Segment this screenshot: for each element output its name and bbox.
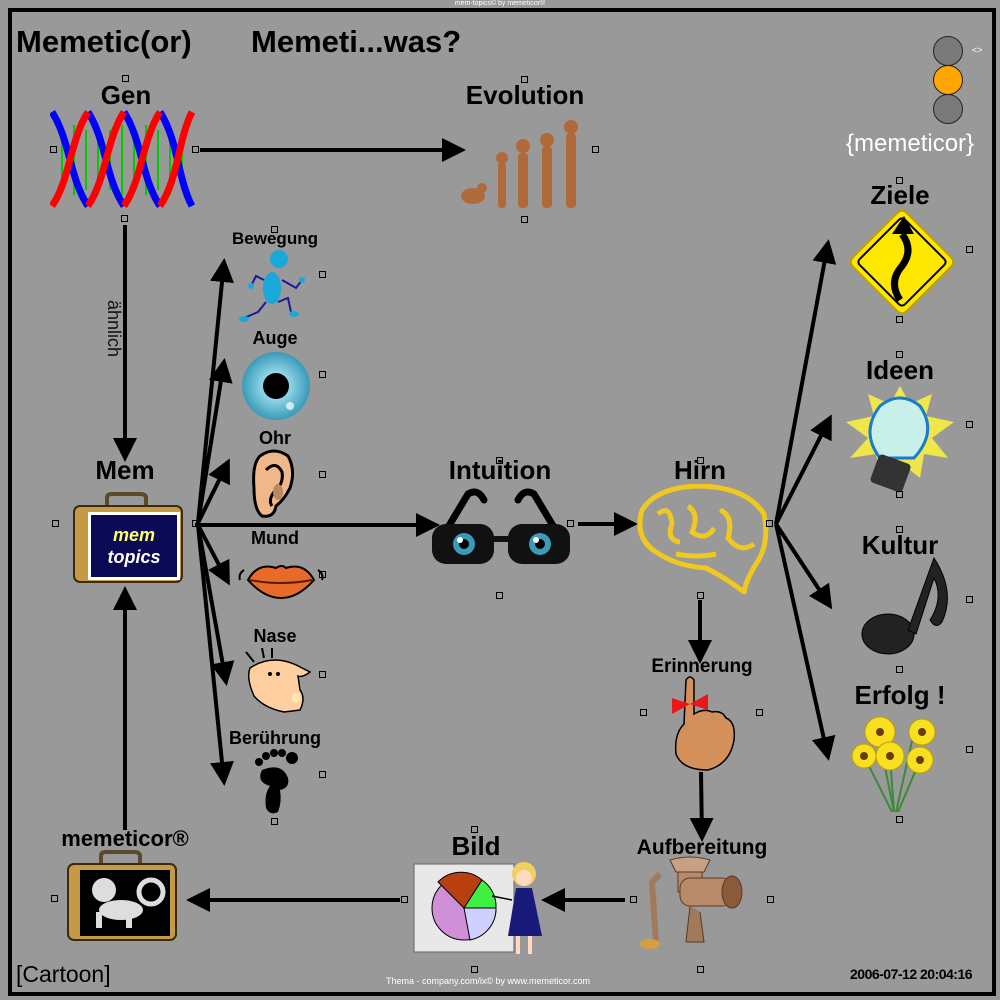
handle[interactable] [896,816,903,823]
handle[interactable] [121,215,128,222]
dna-icon[interactable] [50,110,195,208]
handle[interactable] [896,351,903,358]
handle[interactable] [271,818,278,825]
timestamp: 2006-07-12 20:04:16 [850,966,973,982]
ear-icon[interactable] [250,448,298,520]
brain-icon[interactable] [636,484,772,594]
handle[interactable] [496,457,503,464]
handle[interactable] [122,75,129,82]
handle[interactable] [192,146,199,153]
handle[interactable] [471,966,478,973]
handle[interactable] [319,671,326,678]
light-bulb-icon[interactable] [840,382,960,500]
node-label-erfolg: Erfolg ! [854,680,946,710]
brand-link[interactable]: {memeticor} [846,130,975,157]
handle[interactable] [756,709,763,716]
flowers-icon[interactable] [850,712,942,816]
footprint-icon[interactable] [252,748,302,816]
handle[interactable] [521,76,528,83]
node-label-erinnerung: Erinnerung [651,656,753,677]
light-bottom[interactable] [933,94,963,124]
node-label-bild: Bild [451,831,501,861]
eye-icon[interactable] [240,350,312,422]
handle[interactable] [319,271,326,278]
handle[interactable] [697,966,704,973]
glasses-icon[interactable] [428,482,574,570]
node-label-mund: Mund [251,528,299,548]
handle[interactable] [640,709,647,716]
light-top[interactable] [933,36,963,66]
music-note-icon[interactable] [860,552,956,656]
mem-topics-briefcase-icon[interactable]: mem topics [72,490,184,585]
node-label-memeticor: memeticor® [61,826,189,851]
handle[interactable] [896,666,903,673]
handle[interactable] [966,246,973,253]
diagram-frame [8,8,996,996]
lips-icon[interactable] [236,560,326,602]
node-label-evolution: Evolution [465,80,585,110]
handle[interactable] [767,896,774,903]
handle[interactable] [192,520,199,527]
mem-badge-line1: mem [113,525,155,545]
running-figure-icon[interactable] [236,248,314,326]
node-label-beruehrung: Berührung [229,728,321,748]
node-label-aufbereitung: Aufbereitung [636,836,768,859]
title-left: Memetic(or) [16,24,192,59]
node-label-nase: Nase [253,626,297,646]
light-middle-active[interactable] [933,65,963,95]
node-label-gen: Gen [100,80,152,110]
node-label-ohr: Ohr [258,428,292,448]
handle[interactable] [896,526,903,533]
handle[interactable] [496,592,503,599]
edge-label-aehnlich: ähnlich [104,300,124,358]
traffic-light[interactable] [933,36,963,124]
handle[interactable] [319,771,326,778]
node-label-ideen: Ideen [866,355,934,385]
evolution-icon[interactable] [458,118,588,214]
handle[interactable] [966,746,973,753]
handle[interactable] [271,226,278,233]
node-label-kultur: Kultur [861,530,939,560]
handle[interactable] [697,457,704,464]
handle[interactable] [896,177,903,184]
meat-grinder-icon[interactable] [640,852,750,962]
handle[interactable] [592,146,599,153]
node-label-ziele: Ziele [870,180,930,210]
footer-credit[interactable]: Thema - company.com/ix© by www.memeticor… [386,976,591,986]
title-right: Memeti...was? [251,24,462,59]
memeticor-lion-briefcase-icon[interactable] [66,850,178,942]
handle[interactable] [319,571,326,578]
node-label-mem: Mem [95,455,155,485]
handle[interactable] [697,592,704,599]
handle[interactable] [896,491,903,498]
handle[interactable] [319,371,326,378]
handle[interactable] [966,421,973,428]
finger-ribbon-icon[interactable] [664,674,740,772]
winding-road-sign-icon[interactable] [844,204,960,320]
node-label-hirn: Hirn [674,455,726,485]
node-label-auge: Auge [252,328,298,348]
handle[interactable] [567,520,574,527]
handle[interactable] [471,826,478,833]
handle[interactable] [766,520,773,527]
handle[interactable] [521,216,528,223]
toggle-link[interactable]: <> [972,45,983,55]
handle[interactable] [52,520,59,527]
handle[interactable] [630,896,637,903]
handle[interactable] [966,596,973,603]
presentation-chart-icon[interactable] [412,856,548,960]
node-label-intuition: Intuition [448,455,552,485]
handle[interactable] [50,146,57,153]
mem-badge-line2: topics [107,547,160,567]
handle[interactable] [319,471,326,478]
top-credit: mem-topics© by memeticor® [454,0,546,7]
handle[interactable] [401,896,408,903]
handle[interactable] [51,895,58,902]
cartoon-link[interactable]: [Cartoon] [16,961,111,987]
nose-face-icon[interactable] [244,648,328,726]
node-label-bewegung: Bewegung [232,229,318,248]
handle[interactable] [896,316,903,323]
